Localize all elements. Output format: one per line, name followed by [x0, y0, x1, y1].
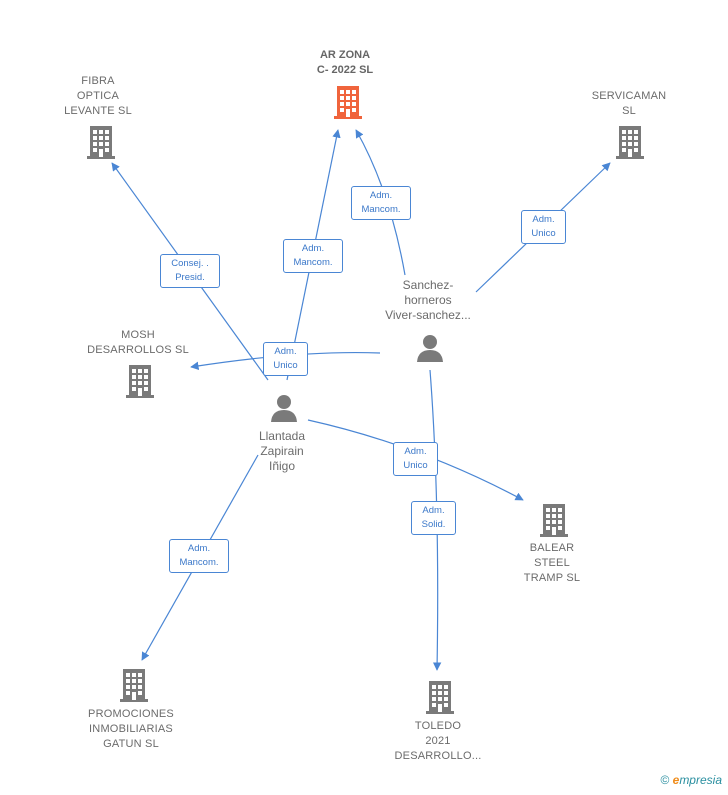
building-icon[interactable]: [424, 679, 456, 715]
edge-label-llantada-arzona: Adm. Mancom.: [283, 239, 343, 273]
node-label-fibra: FIBRA OPTICA LEVANTE SL: [64, 75, 132, 117]
node-label-ar-zona: AR ZONA C- 2022 SL: [316, 49, 374, 76]
building-icon[interactable]: [118, 667, 150, 703]
node-label-balear: BALEAR STEEL TRAMP SL: [523, 542, 581, 584]
edge-label-llantada-fibra: Consej. . Presid.: [160, 254, 220, 288]
node-label-mosh: MOSH DESARROLLOS SL: [87, 329, 189, 356]
person-icon[interactable]: [269, 393, 299, 423]
footer-brand: © empresia: [660, 773, 722, 787]
node-label-servicaman: SERVICAMAN SL: [591, 90, 667, 117]
person-icon[interactable]: [415, 333, 445, 363]
building-icon[interactable]: [85, 124, 117, 160]
edge-label-llantada-balear: Adm. Unico: [393, 442, 438, 476]
edge-label-sanchez-servicaman: Adm. Unico: [521, 210, 566, 244]
brand-name: mpresia: [679, 773, 722, 787]
node-label-toledo: TOLEDO 2021 DESARROLLO...: [394, 720, 482, 762]
brand-logo-letter: e: [672, 773, 680, 787]
building-icon[interactable]: [332, 84, 364, 120]
edge-label-sanchez-arzona: Adm. Mancom.: [351, 186, 411, 220]
building-icon[interactable]: [124, 363, 156, 399]
edge-label-llantada-promociones: Adm. Mancom.: [169, 539, 229, 573]
building-icon[interactable]: [538, 502, 570, 538]
node-label-promociones: PROMOCIONES INMOBILIARIAS GATUN SL: [88, 708, 174, 750]
building-icon[interactable]: [614, 124, 646, 160]
edge-label-sanchez-mosh: Adm. Unico: [263, 342, 308, 376]
copyright-symbol: ©: [660, 773, 670, 787]
node-label-llantada: Llantada Zapirain Iñigo: [258, 429, 306, 473]
edge-label-sanchez-toledo: Adm. Solid.: [411, 501, 456, 535]
node-label-sanchez: Sanchez- horneros Viver-sanchez...: [385, 278, 471, 322]
